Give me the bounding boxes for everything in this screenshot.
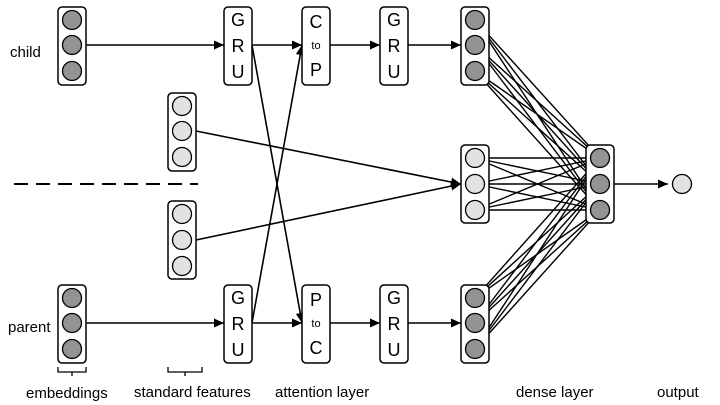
- attention-letter: C: [310, 338, 323, 358]
- gru-letter: R: [388, 36, 401, 56]
- dense-node: [464, 338, 486, 360]
- attention-to-label: to: [311, 40, 320, 52]
- gru-letter: R: [232, 36, 245, 56]
- gru-letter: G: [231, 288, 245, 308]
- gru-box: [223, 6, 253, 86]
- features-brace: [167, 367, 203, 376]
- embedding-node: [61, 287, 83, 309]
- dense-block-top: [460, 6, 490, 86]
- gru-letter: U: [232, 62, 245, 82]
- embedding-node: [61, 60, 83, 82]
- dense-node: [464, 60, 486, 82]
- dense-node: [464, 173, 486, 195]
- dense-node: [589, 199, 611, 221]
- gru2-top-block: G R U: [379, 6, 409, 86]
- gru-letter: G: [387, 288, 401, 308]
- dense-block-bottom: [460, 284, 490, 364]
- attention-letter: C: [310, 12, 323, 32]
- dense-block-middle: [460, 144, 490, 224]
- dense-connection-line: [474, 19, 601, 159]
- dense-connection-line: [474, 70, 601, 185]
- gru-letter: G: [387, 10, 401, 30]
- label-attention-layer: attention layer: [275, 384, 369, 401]
- gru-letter: U: [388, 62, 401, 82]
- dense-connections: [474, 19, 601, 350]
- dense-connection-line: [474, 70, 601, 159]
- attention-box: [301, 284, 331, 364]
- embedding-node: [61, 34, 83, 56]
- feature-node: [171, 95, 193, 117]
- attention-letter: P: [310, 60, 322, 80]
- feature-node: [171, 255, 193, 277]
- dense-connection-line: [474, 209, 601, 350]
- standard-features-top: [167, 92, 197, 172]
- embeddings-brace: [57, 367, 87, 376]
- attention-parent-to-child: P to C: [301, 284, 331, 364]
- gru-box: [223, 284, 253, 364]
- label-standard-features: standard features: [134, 384, 251, 401]
- gru-letter: R: [388, 314, 401, 334]
- dense-connection-line: [474, 157, 601, 324]
- gru2-bottom-block: G R U: [379, 284, 409, 364]
- edge-cross-up: [251, 44, 305, 324]
- feature-node: [171, 146, 193, 168]
- label-output: output: [657, 384, 700, 401]
- dense-connection-line: [474, 157, 601, 211]
- dense-connection-line: [474, 157, 601, 299]
- connections: [86, 19, 668, 350]
- attention-child-to-parent: C to P: [301, 6, 331, 86]
- edge-feature2-to-dense: [195, 181, 462, 241]
- dense-node: [589, 147, 611, 169]
- gru-bottom-block: G R U: [223, 284, 253, 364]
- dense-node: [464, 34, 486, 56]
- parent-embedding-block: [57, 284, 87, 364]
- dense-connection-line: [474, 70, 601, 211]
- dense-connection-line: [474, 183, 601, 211]
- dense-connection-line: [474, 157, 601, 350]
- gru-top-block: G R U: [223, 6, 253, 86]
- gru-letter: U: [388, 340, 401, 360]
- label-dense-layer: dense layer: [516, 384, 594, 401]
- dense-node: [464, 312, 486, 334]
- embedding-node: [61, 312, 83, 334]
- embedding-node: [61, 9, 83, 31]
- gru-box: [379, 284, 409, 364]
- feature-node: [171, 229, 193, 251]
- dense-node: [589, 173, 611, 195]
- attention-box: [301, 6, 331, 86]
- child-embedding-block: [57, 6, 87, 86]
- child-label: child: [10, 44, 41, 61]
- dense-connection-line: [474, 157, 601, 185]
- dense-node: [464, 9, 486, 31]
- output-node: [671, 173, 693, 195]
- standard-features-bottom: [167, 200, 197, 280]
- dense-node: [464, 199, 486, 221]
- dense-layer-block: [585, 144, 615, 224]
- label-embeddings: embeddings: [26, 385, 108, 402]
- gru-letter: G: [231, 10, 245, 30]
- attention-to-label: to: [311, 318, 320, 330]
- gru-letter: R: [232, 314, 245, 334]
- attention-letter: P: [310, 290, 322, 310]
- edge-feature1-to-dense: [195, 130, 462, 187]
- feature-node: [171, 203, 193, 225]
- gru-letter: U: [232, 340, 245, 360]
- dense-node: [464, 147, 486, 169]
- gru-box: [379, 6, 409, 86]
- feature-node: [171, 120, 193, 142]
- dense-connection-line: [474, 183, 601, 350]
- embedding-node: [61, 338, 83, 360]
- parent-label: parent: [8, 319, 51, 336]
- dense-connection-line: [474, 44, 601, 159]
- dense-node: [464, 287, 486, 309]
